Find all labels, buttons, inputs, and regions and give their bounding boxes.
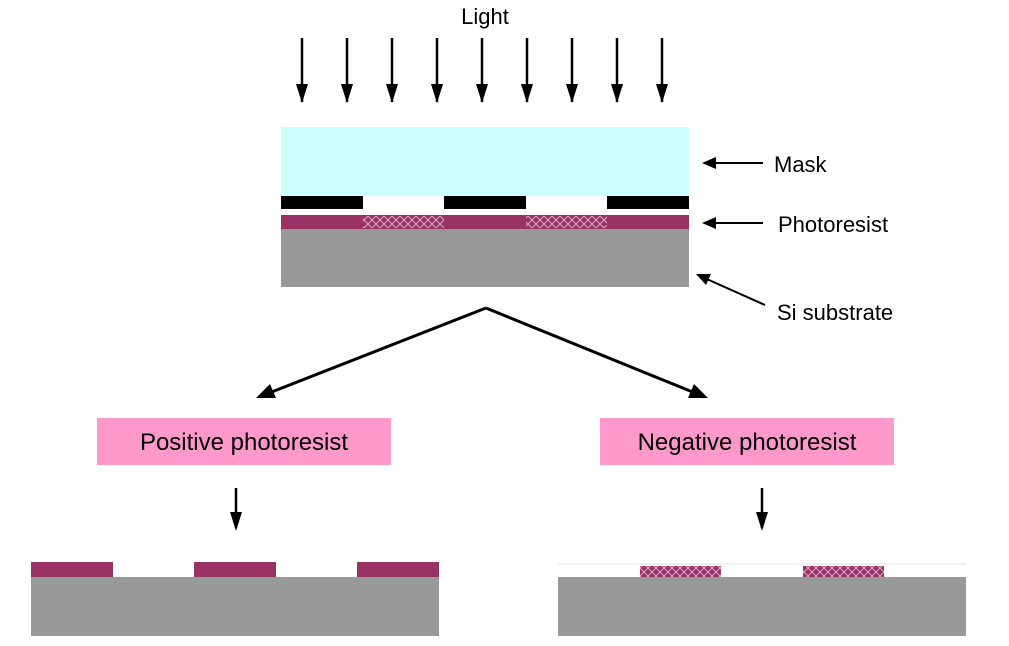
down-arrow-icon bbox=[431, 38, 443, 103]
branch-arrows bbox=[256, 306, 708, 398]
mask-chrome-middle bbox=[444, 196, 526, 209]
down-arrow-icon bbox=[566, 38, 578, 103]
si-substrate bbox=[281, 229, 689, 287]
positive-resist-middle bbox=[194, 562, 276, 577]
negative-photoresist-label: Negative photoresist bbox=[638, 429, 857, 456]
negative-substrate bbox=[558, 577, 966, 636]
down-arrow-icon bbox=[521, 38, 533, 103]
mask-chrome-right bbox=[607, 196, 689, 209]
down-arrow-icon bbox=[386, 38, 398, 103]
photoresist-label: Photoresist bbox=[778, 212, 888, 237]
light-rays bbox=[296, 38, 668, 103]
positive-resist-right bbox=[357, 562, 439, 577]
negative-resist-2 bbox=[803, 566, 884, 578]
negative-photoresist-box bbox=[600, 418, 894, 465]
down-arrow-icon bbox=[756, 488, 768, 531]
mask-glass bbox=[281, 127, 689, 196]
down-arrow-icon bbox=[230, 488, 242, 531]
down-arrow-icon bbox=[341, 38, 353, 103]
exposure-stack bbox=[281, 127, 689, 287]
left-arrow-icon bbox=[702, 157, 763, 169]
positive-substrate bbox=[31, 577, 439, 636]
left-arrow-icon bbox=[702, 217, 763, 229]
light-label: Light bbox=[461, 4, 509, 29]
positive-result bbox=[31, 562, 439, 636]
down-arrow-icon bbox=[611, 38, 623, 103]
mask-chrome-left bbox=[281, 196, 363, 209]
down-arrow-icon bbox=[476, 38, 488, 103]
positive-photoresist-label: Positive photoresist bbox=[140, 429, 348, 456]
positive-resist-left bbox=[31, 562, 113, 577]
positive-photoresist-box bbox=[97, 418, 391, 465]
photoresist-layer bbox=[281, 215, 689, 229]
left-arrow-icon bbox=[696, 274, 766, 306]
negative-resist-1 bbox=[640, 566, 721, 578]
substrate-label: Si substrate bbox=[777, 300, 893, 325]
mask-label: Mask bbox=[774, 152, 828, 177]
negative-result bbox=[558, 563, 966, 636]
exposed-region-2 bbox=[526, 216, 607, 228]
exposed-region-1 bbox=[363, 216, 444, 228]
down-arrow-icon bbox=[656, 38, 668, 103]
down-arrow-icon bbox=[296, 38, 308, 103]
